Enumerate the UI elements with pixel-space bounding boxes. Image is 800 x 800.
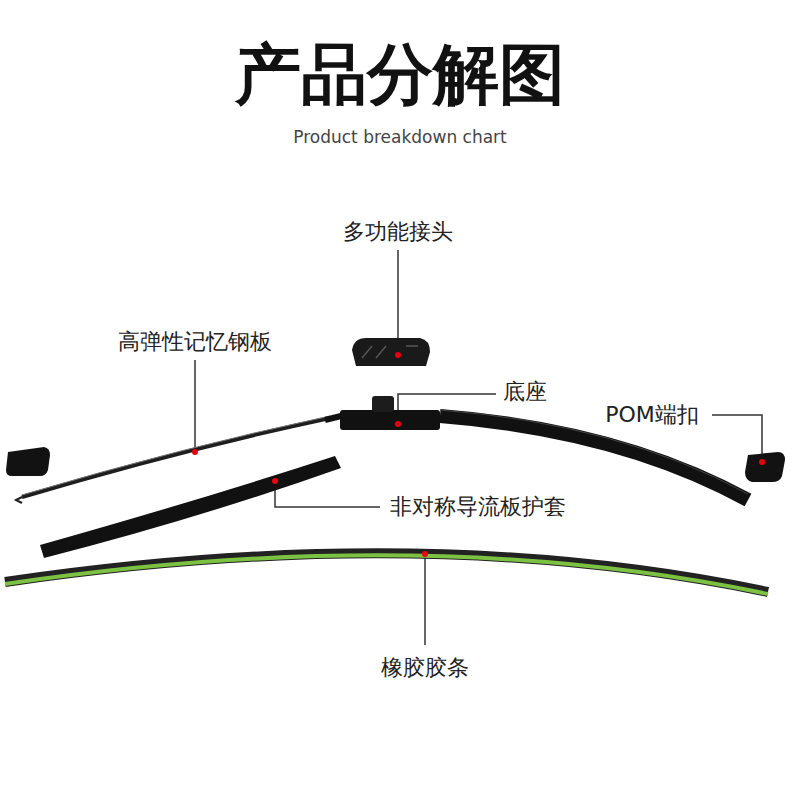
base bbox=[340, 410, 440, 430]
part-label: 橡胶胶条 bbox=[379, 655, 471, 681]
part-label: 底座 bbox=[501, 379, 549, 405]
marker-dots bbox=[192, 352, 765, 557]
part-label: 非对称导流板护套 bbox=[388, 494, 568, 520]
adapter bbox=[352, 338, 430, 366]
spoiler-cover bbox=[40, 456, 341, 558]
subtitle: Product breakdown chart bbox=[291, 127, 509, 147]
part-label: 高弹性记忆钢板 bbox=[116, 329, 274, 355]
end-cap bbox=[6, 447, 50, 476]
end-cap bbox=[745, 452, 785, 482]
title: 产品分解图 bbox=[233, 35, 567, 114]
leader-lines bbox=[195, 250, 762, 645]
part-label: 多功能接头 bbox=[341, 219, 455, 245]
part-label: POM端扣 bbox=[603, 402, 701, 428]
